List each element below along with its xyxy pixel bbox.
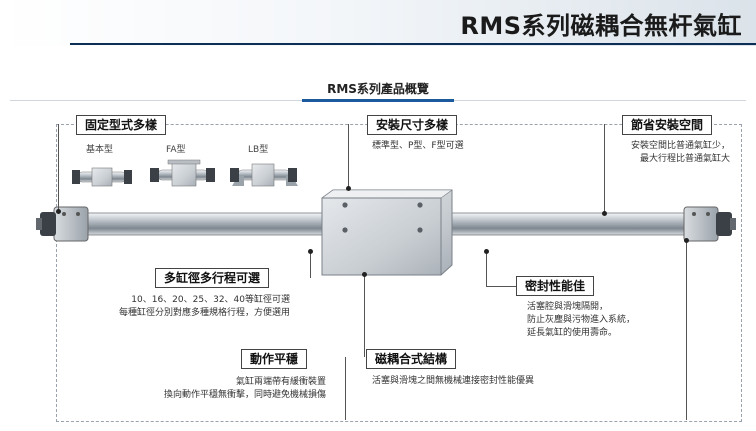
section-underline (302, 99, 454, 102)
leader-mounting (58, 124, 59, 212)
carriage-block (321, 189, 453, 276)
left-end-cap (36, 206, 89, 242)
feature-desc-smooth: 氣缸兩端帶有緩衝裝置 換向動作平穩無衝擊，同時避免機械損傷 (164, 376, 326, 402)
leader-bore (310, 252, 311, 278)
leader-dot (362, 272, 367, 277)
header-band (0, 0, 756, 46)
leader-dot (346, 186, 351, 191)
feature-desc-sealing: 活塞腔與滑塊隔開， 防止灰塵與污物進入系統， 延長氣缸的使用壽命。 (527, 301, 635, 340)
section-title: RMS系列產品概覽 (327, 82, 429, 96)
leader-sizes (348, 124, 349, 188)
leader-sealing (486, 252, 487, 286)
smooth-line-1: 氣缸兩端帶有緩衝裝置 (235, 377, 326, 387)
leader-sealing-h (486, 286, 516, 287)
mounting-type-basic: 基本型 (86, 145, 114, 155)
lb-type-illustration (230, 163, 298, 187)
leader-space (604, 124, 605, 214)
mounting-type-fa: FA型 (166, 145, 186, 155)
sealing-line-2: 防止灰塵與污物進入系統， (527, 315, 636, 325)
leader-smooth (345, 357, 346, 420)
leader-right-end (686, 240, 687, 420)
feature-label-mounting: 固定型式多樣 (76, 115, 167, 135)
feature-label-space: 節省安裝空間 (622, 115, 713, 135)
leader-dot (684, 238, 689, 243)
right-end-cap (683, 206, 736, 242)
fa-type-illustration (150, 159, 215, 187)
bore-line-1: 10、16、20、25、32、40等缸徑可選 (131, 295, 290, 305)
mounting-type-lb: LB型 (248, 145, 269, 155)
smooth-line-2: 換向動作平穩無衝擊，同時避免機械損傷 (163, 390, 326, 400)
space-line-2: 最大行程比普通氣缸大 (639, 154, 730, 164)
leader-dot (484, 249, 489, 254)
feature-desc-coupling: 活塞與滑塊之間無機械連接密封性能優異 (372, 376, 535, 386)
header-rule (70, 43, 756, 45)
feature-label-bore-stroke: 多缸徑多行程可選 (155, 268, 270, 288)
feature-label-sizes: 安裝尺寸多樣 (367, 115, 458, 135)
feature-label-coupling: 磁耦合式結構 (366, 349, 457, 369)
basic-type-illustration (72, 167, 132, 187)
leader-dot (56, 209, 61, 214)
page-title: RMS系列磁耦合無杆氣缸 (460, 12, 742, 40)
feature-label-smooth: 動作平穩 (241, 349, 308, 369)
leader-dot (602, 211, 607, 216)
leader-dot (308, 249, 313, 254)
bore-line-2: 每種缸徑分別對應多種規格行程，方便選用 (118, 308, 290, 318)
sealing-line-1: 活塞腔與滑塊隔開， (527, 302, 609, 312)
feature-desc-sizes: 標準型、P型、F型可選 (372, 141, 464, 151)
feature-label-sealing: 密封性能佳 (516, 276, 595, 296)
feature-desc-bore-stroke: 10、16、20、25、32、40等缸徑可選 每種缸徑分別對應多種規格行程，方便… (119, 294, 290, 320)
feature-desc-space: 安裝空間比普通氣缸少， 最大行程比普通氣缸大 (631, 140, 730, 166)
space-line-1: 安裝空間比普通氣缸少， (630, 141, 730, 151)
sealing-line-3: 延長氣缸的使用壽命。 (527, 328, 618, 338)
leader-coupling (364, 275, 365, 357)
